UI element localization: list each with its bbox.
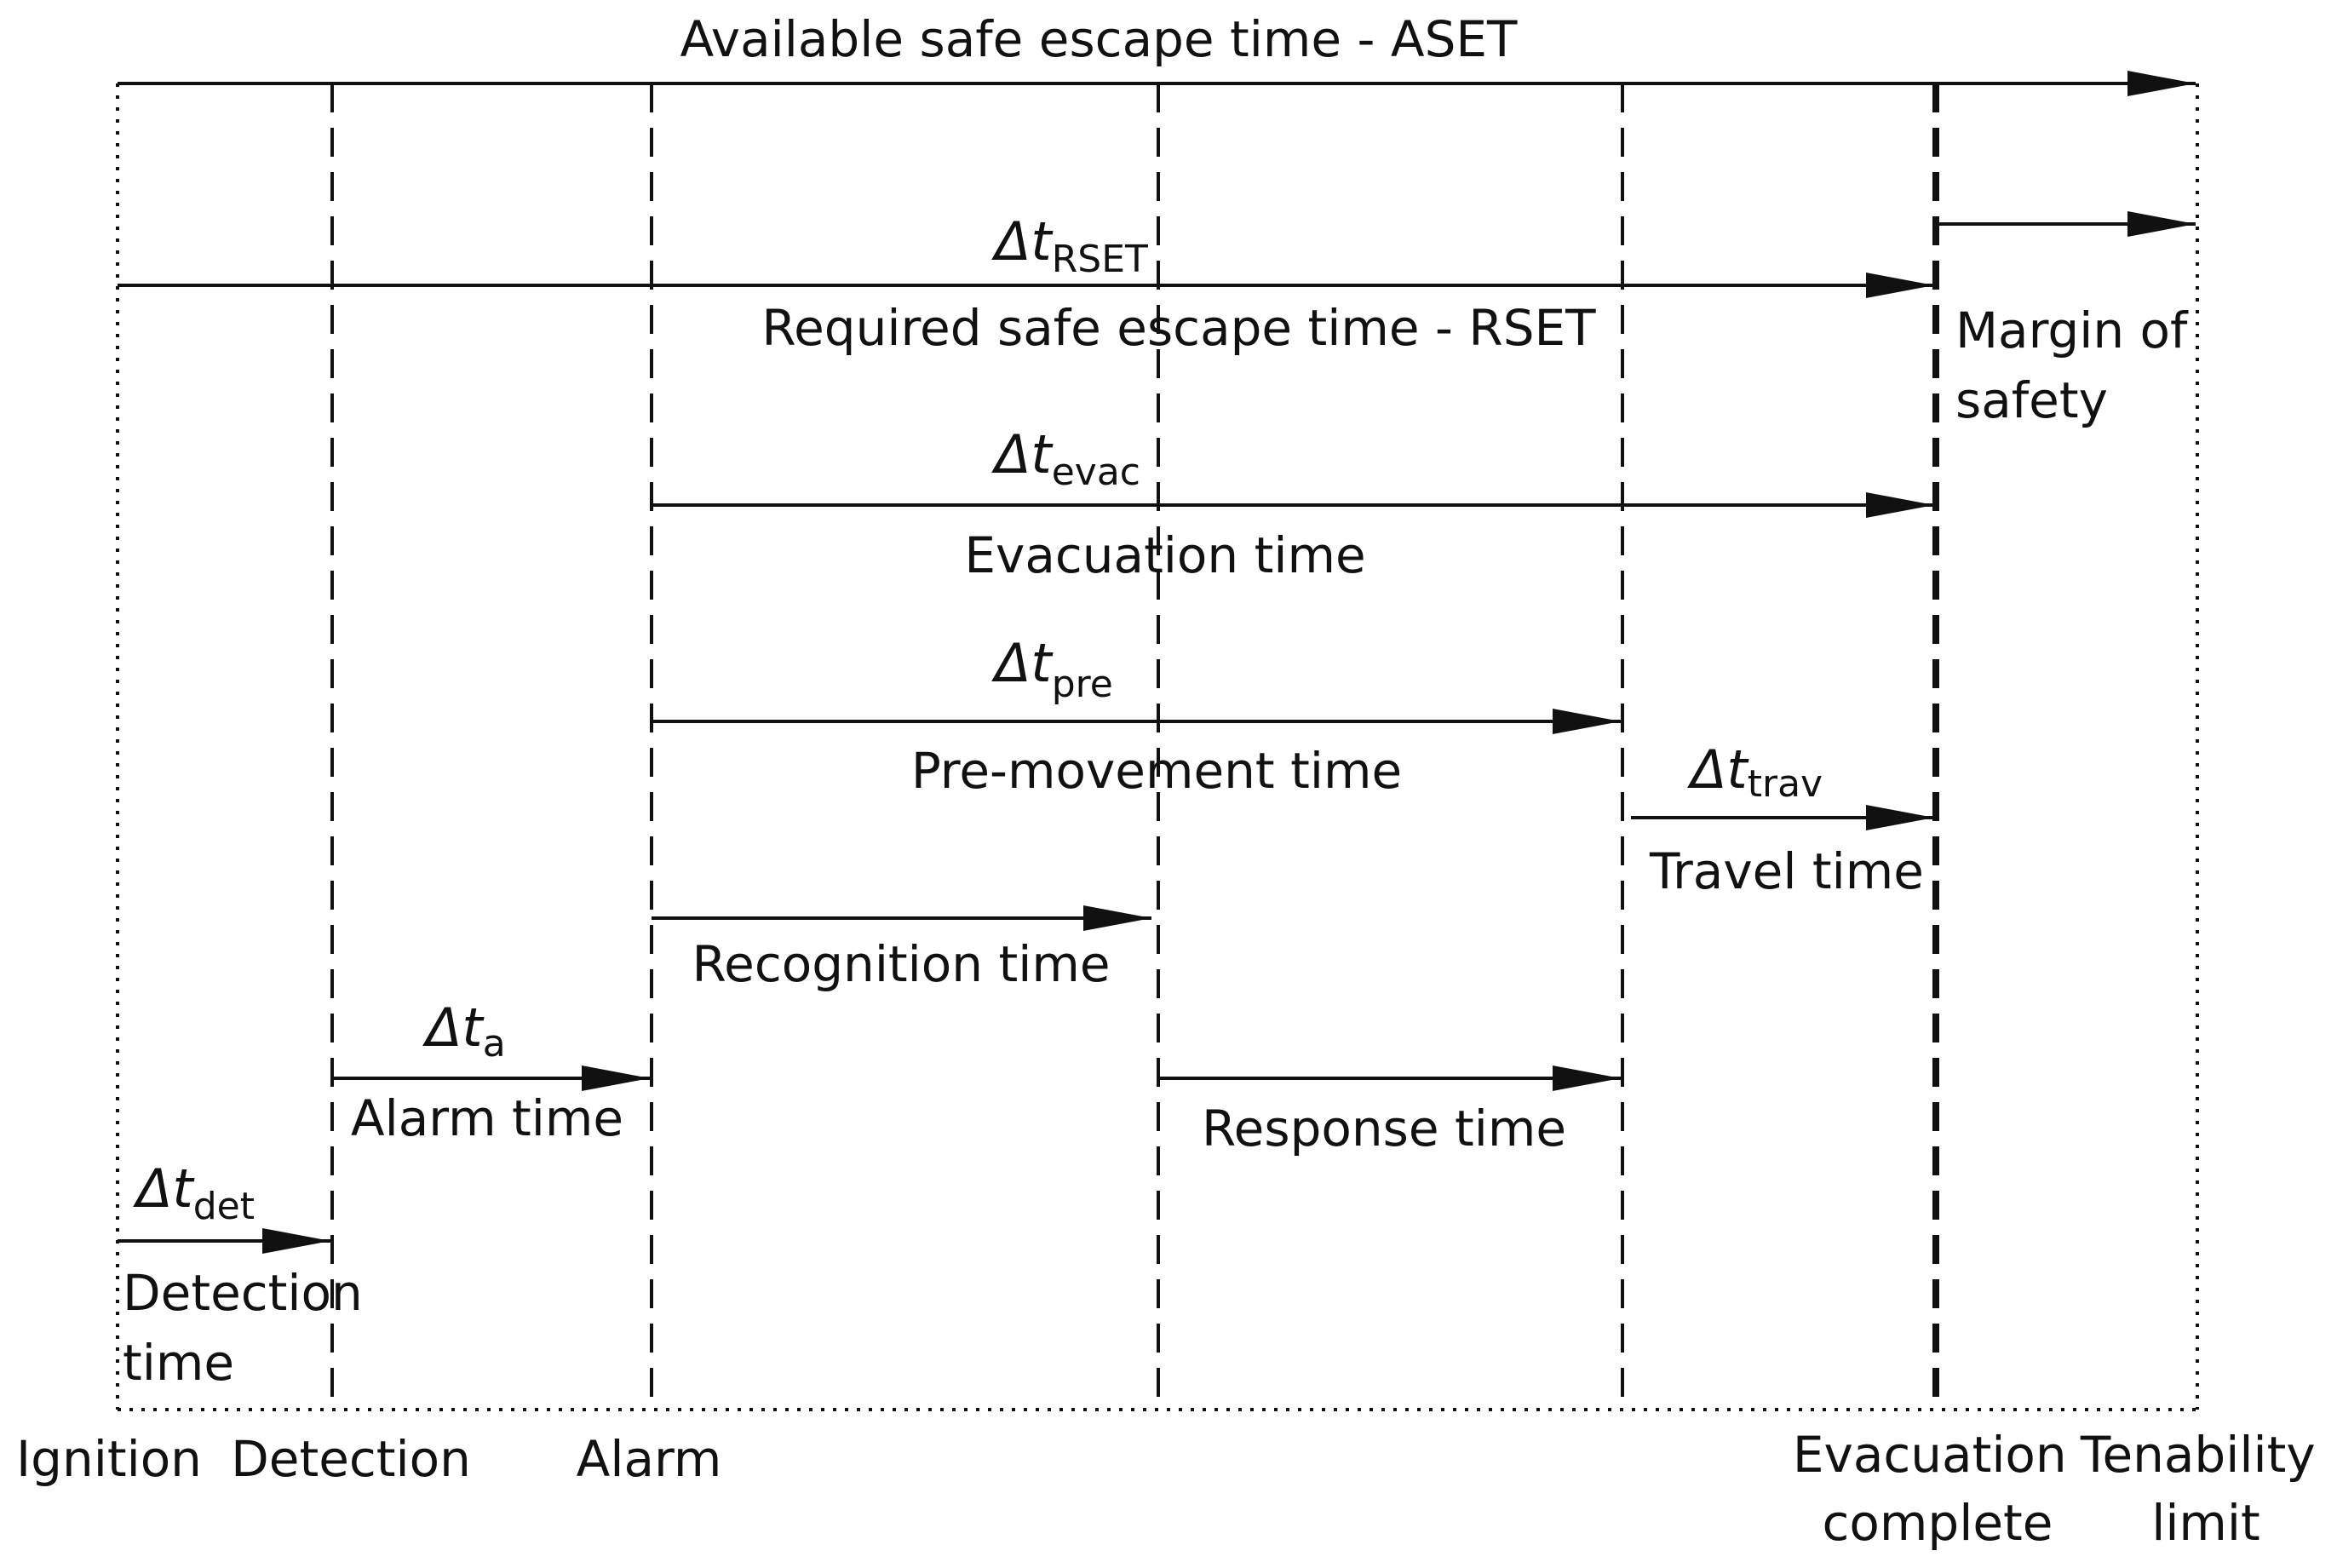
period-arrows — [118, 71, 2196, 1254]
det-label: Detection time — [123, 1264, 378, 1392]
trav-subscript: trav — [1748, 762, 1823, 806]
marker-tenability-limit-line-1: Tenability — [2080, 1426, 2316, 1484]
marker-detection: Detection — [231, 1430, 471, 1488]
pre-delta: Δt — [991, 632, 1054, 694]
det-subscript: det — [193, 1185, 255, 1228]
rset-delta: Δt — [991, 210, 1054, 273]
pre-symbol: Δtpre — [991, 632, 1113, 706]
timeline-frame — [116, 83, 2199, 1411]
trav-delta: Δt — [1687, 738, 1749, 801]
rset-symbol: ΔtRSET — [991, 210, 1148, 281]
marker-tenability-limit-line-2: limit — [2151, 1494, 2260, 1552]
marker-tenability-limit: Tenability limit — [2080, 1426, 2331, 1552]
det-line-2: time — [123, 1334, 234, 1392]
evac-delta: Δt — [991, 423, 1054, 485]
rset-subscript: RSET — [1052, 238, 1148, 281]
marker-ignition: Ignition — [16, 1430, 202, 1488]
margin-line-1: Margin of — [1955, 302, 2189, 359]
det-delta: Δt — [133, 1157, 195, 1220]
aset-label: Available safe escape time - ASET — [680, 10, 1519, 68]
alarm-time-delta: Δt — [422, 997, 485, 1059]
trav-label: Travel time — [1649, 842, 1924, 900]
response-label: Response time — [1202, 1100, 1566, 1157]
marker-evacuation-complete-line-2: complete — [1823, 1494, 2053, 1552]
pre-label: Pre-movement time — [911, 742, 1402, 800]
evac-label: Evacuation time — [964, 526, 1365, 584]
margin-label: Margin of safety — [1955, 302, 2203, 429]
det-line-1: Detection — [123, 1264, 363, 1322]
evac-subscript: evac — [1052, 451, 1140, 494]
trav-symbol: Δttrav — [1687, 738, 1823, 806]
evac-symbol: Δtevac — [991, 423, 1140, 494]
pre-subscript: pre — [1052, 663, 1113, 706]
alarm-time-symbol: Δta — [422, 997, 506, 1065]
rset-label: Required safe escape time - RSET — [761, 299, 1596, 357]
marker-evacuation-complete-line-1: Evacuation — [1793, 1426, 2067, 1484]
marker-alarm: Alarm — [577, 1430, 722, 1488]
alarm-time-subscript: a — [483, 1022, 506, 1065]
alarm-time-label: Alarm time — [351, 1089, 623, 1147]
det-symbol: Δtdet — [133, 1157, 255, 1228]
recognition-label: Recognition time — [692, 935, 1110, 993]
margin-line-2: safety — [1955, 371, 2108, 429]
marker-evacuation-complete: Evacuation complete — [1793, 1426, 2082, 1552]
